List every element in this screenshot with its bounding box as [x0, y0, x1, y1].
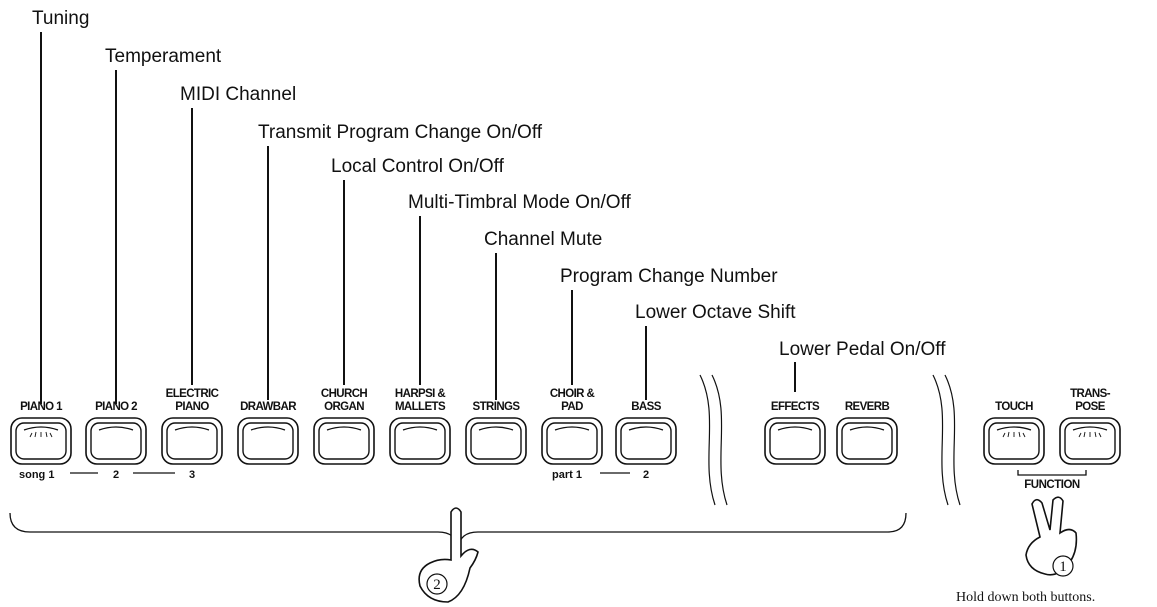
harpsi-mallets-button[interactable]: HARPSI & MALLETS — [389, 388, 451, 465]
button-label: PIANO 2 — [95, 401, 137, 413]
piano-2-button[interactable]: PIANO 2 — [85, 401, 147, 465]
button-label: STRINGS — [473, 401, 521, 413]
callout-lower-pedal: Lower Pedal On/Off — [779, 339, 946, 360]
button-label-line1: HARPSI & — [395, 388, 445, 400]
leader-lines — [40, 32, 796, 404]
callout-tuning: Tuning — [32, 8, 89, 29]
step-1-number: 1 — [1059, 559, 1067, 575]
callout-channel-mute: Channel Mute — [484, 229, 602, 250]
part-labels: part 1 2 — [552, 469, 649, 481]
button-label-line2: ORGAN — [324, 401, 364, 413]
callout-program-change-number: Program Change Number — [560, 266, 778, 287]
song-3-label: 3 — [189, 469, 195, 481]
button-label: DRAWBAR — [240, 401, 297, 413]
button-label: EFFECTS — [771, 401, 820, 413]
button-label: PIANO 1 — [20, 401, 63, 413]
callout-transmit-program-change: Transmit Program Change On/Off — [258, 122, 543, 143]
church-organ-button[interactable]: CHURCH ORGAN — [313, 388, 375, 465]
choir-pad-button[interactable]: CHOIR & PAD — [541, 388, 603, 465]
song-2-label: 2 — [113, 469, 119, 481]
button-label-line2: POSE — [1075, 401, 1105, 413]
button-label-line2: PAD — [561, 401, 583, 413]
section-break-marks — [699, 374, 961, 506]
button-label: REVERB — [845, 401, 890, 413]
bass-button[interactable]: BASS — [615, 401, 677, 465]
button-label-line1: TRANS- — [1070, 388, 1111, 400]
effects-button[interactable]: EFFECTS — [764, 401, 826, 465]
press-finger-icon: 2 — [418, 507, 479, 603]
button-label-line1: CHOIR & — [550, 388, 595, 400]
step-2-number: 2 — [433, 577, 441, 593]
led-indicator-icon — [1002, 431, 1026, 438]
callout-multi-timbral-mode: Multi-Timbral Mode On/Off — [408, 192, 631, 213]
callout-temperament: Temperament — [105, 46, 222, 67]
button-panel: PIANO 1 PIANO 2 ELECTRIC PIANO — [10, 388, 1121, 465]
touch-button[interactable]: TOUCH — [983, 401, 1045, 465]
part-1-label: part 1 — [552, 469, 582, 481]
piano-1-button[interactable]: PIANO 1 — [10, 401, 72, 465]
button-label-line1: ELECTRIC — [166, 388, 219, 400]
button-label: TOUCH — [995, 401, 1033, 413]
button-label-line2: PIANO — [175, 401, 209, 413]
button-label-line2: MALLETS — [395, 401, 446, 413]
button-label-line1: CHURCH — [321, 388, 368, 400]
button-label: BASS — [631, 401, 661, 413]
song-labels: song 1 2 3 — [19, 469, 195, 481]
callout-labels: Tuning Temperament MIDI Channel Transmit… — [32, 8, 946, 360]
led-indicator-icon — [29, 431, 53, 438]
function-group: FUNCTION — [1017, 470, 1087, 491]
hold-instruction: Hold down both buttons. — [956, 590, 1095, 605]
led-indicator-icon — [1078, 431, 1102, 438]
electric-piano-button[interactable]: ELECTRIC PIANO — [161, 388, 223, 465]
callout-midi-channel: MIDI Channel — [180, 84, 296, 105]
strings-button[interactable]: STRINGS — [465, 401, 527, 465]
callout-lower-octave-shift: Lower Octave Shift — [635, 302, 796, 323]
part-2-label: 2 — [643, 469, 649, 481]
callout-local-control: Local Control On/Off — [331, 156, 505, 177]
drawbar-button[interactable]: DRAWBAR — [237, 401, 299, 465]
function-label: FUNCTION — [1024, 479, 1080, 491]
hold-fingers-icon: 1 — [1025, 496, 1078, 577]
transpose-button[interactable]: TRANS- POSE — [1059, 388, 1121, 465]
song-1-label: song 1 — [19, 469, 54, 481]
reverb-button[interactable]: REVERB — [836, 401, 898, 465]
